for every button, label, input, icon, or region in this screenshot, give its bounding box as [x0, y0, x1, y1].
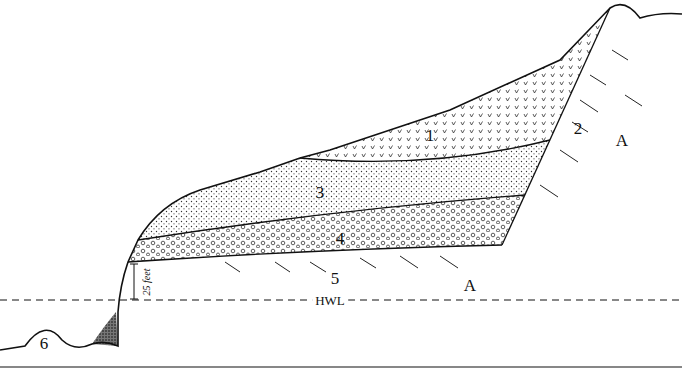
layer-number: 1 [426, 127, 435, 144]
water-level-label: HWL [312, 293, 348, 308]
beach-deposit [92, 312, 118, 346]
dimension-label: 25 feet [142, 269, 152, 296]
layer-4 [128, 195, 525, 262]
rock-hatching [225, 50, 642, 272]
layer-boundary [138, 195, 525, 240]
dimension-line [130, 264, 138, 299]
frame-rule [0, 366, 682, 367]
layer-boundary [300, 140, 550, 161]
rock-letter: A [464, 277, 476, 294]
layer-number: 3 [316, 184, 325, 201]
layer-number: 4 [336, 230, 345, 247]
rock-face [502, 8, 610, 245]
ground-surface [0, 5, 682, 350]
callout-number: 2 [574, 120, 583, 137]
callout-number: 6 [40, 335, 49, 352]
layer-number: 5 [331, 270, 340, 287]
layer-1 [300, 8, 610, 161]
rock-letter: A [616, 132, 628, 149]
